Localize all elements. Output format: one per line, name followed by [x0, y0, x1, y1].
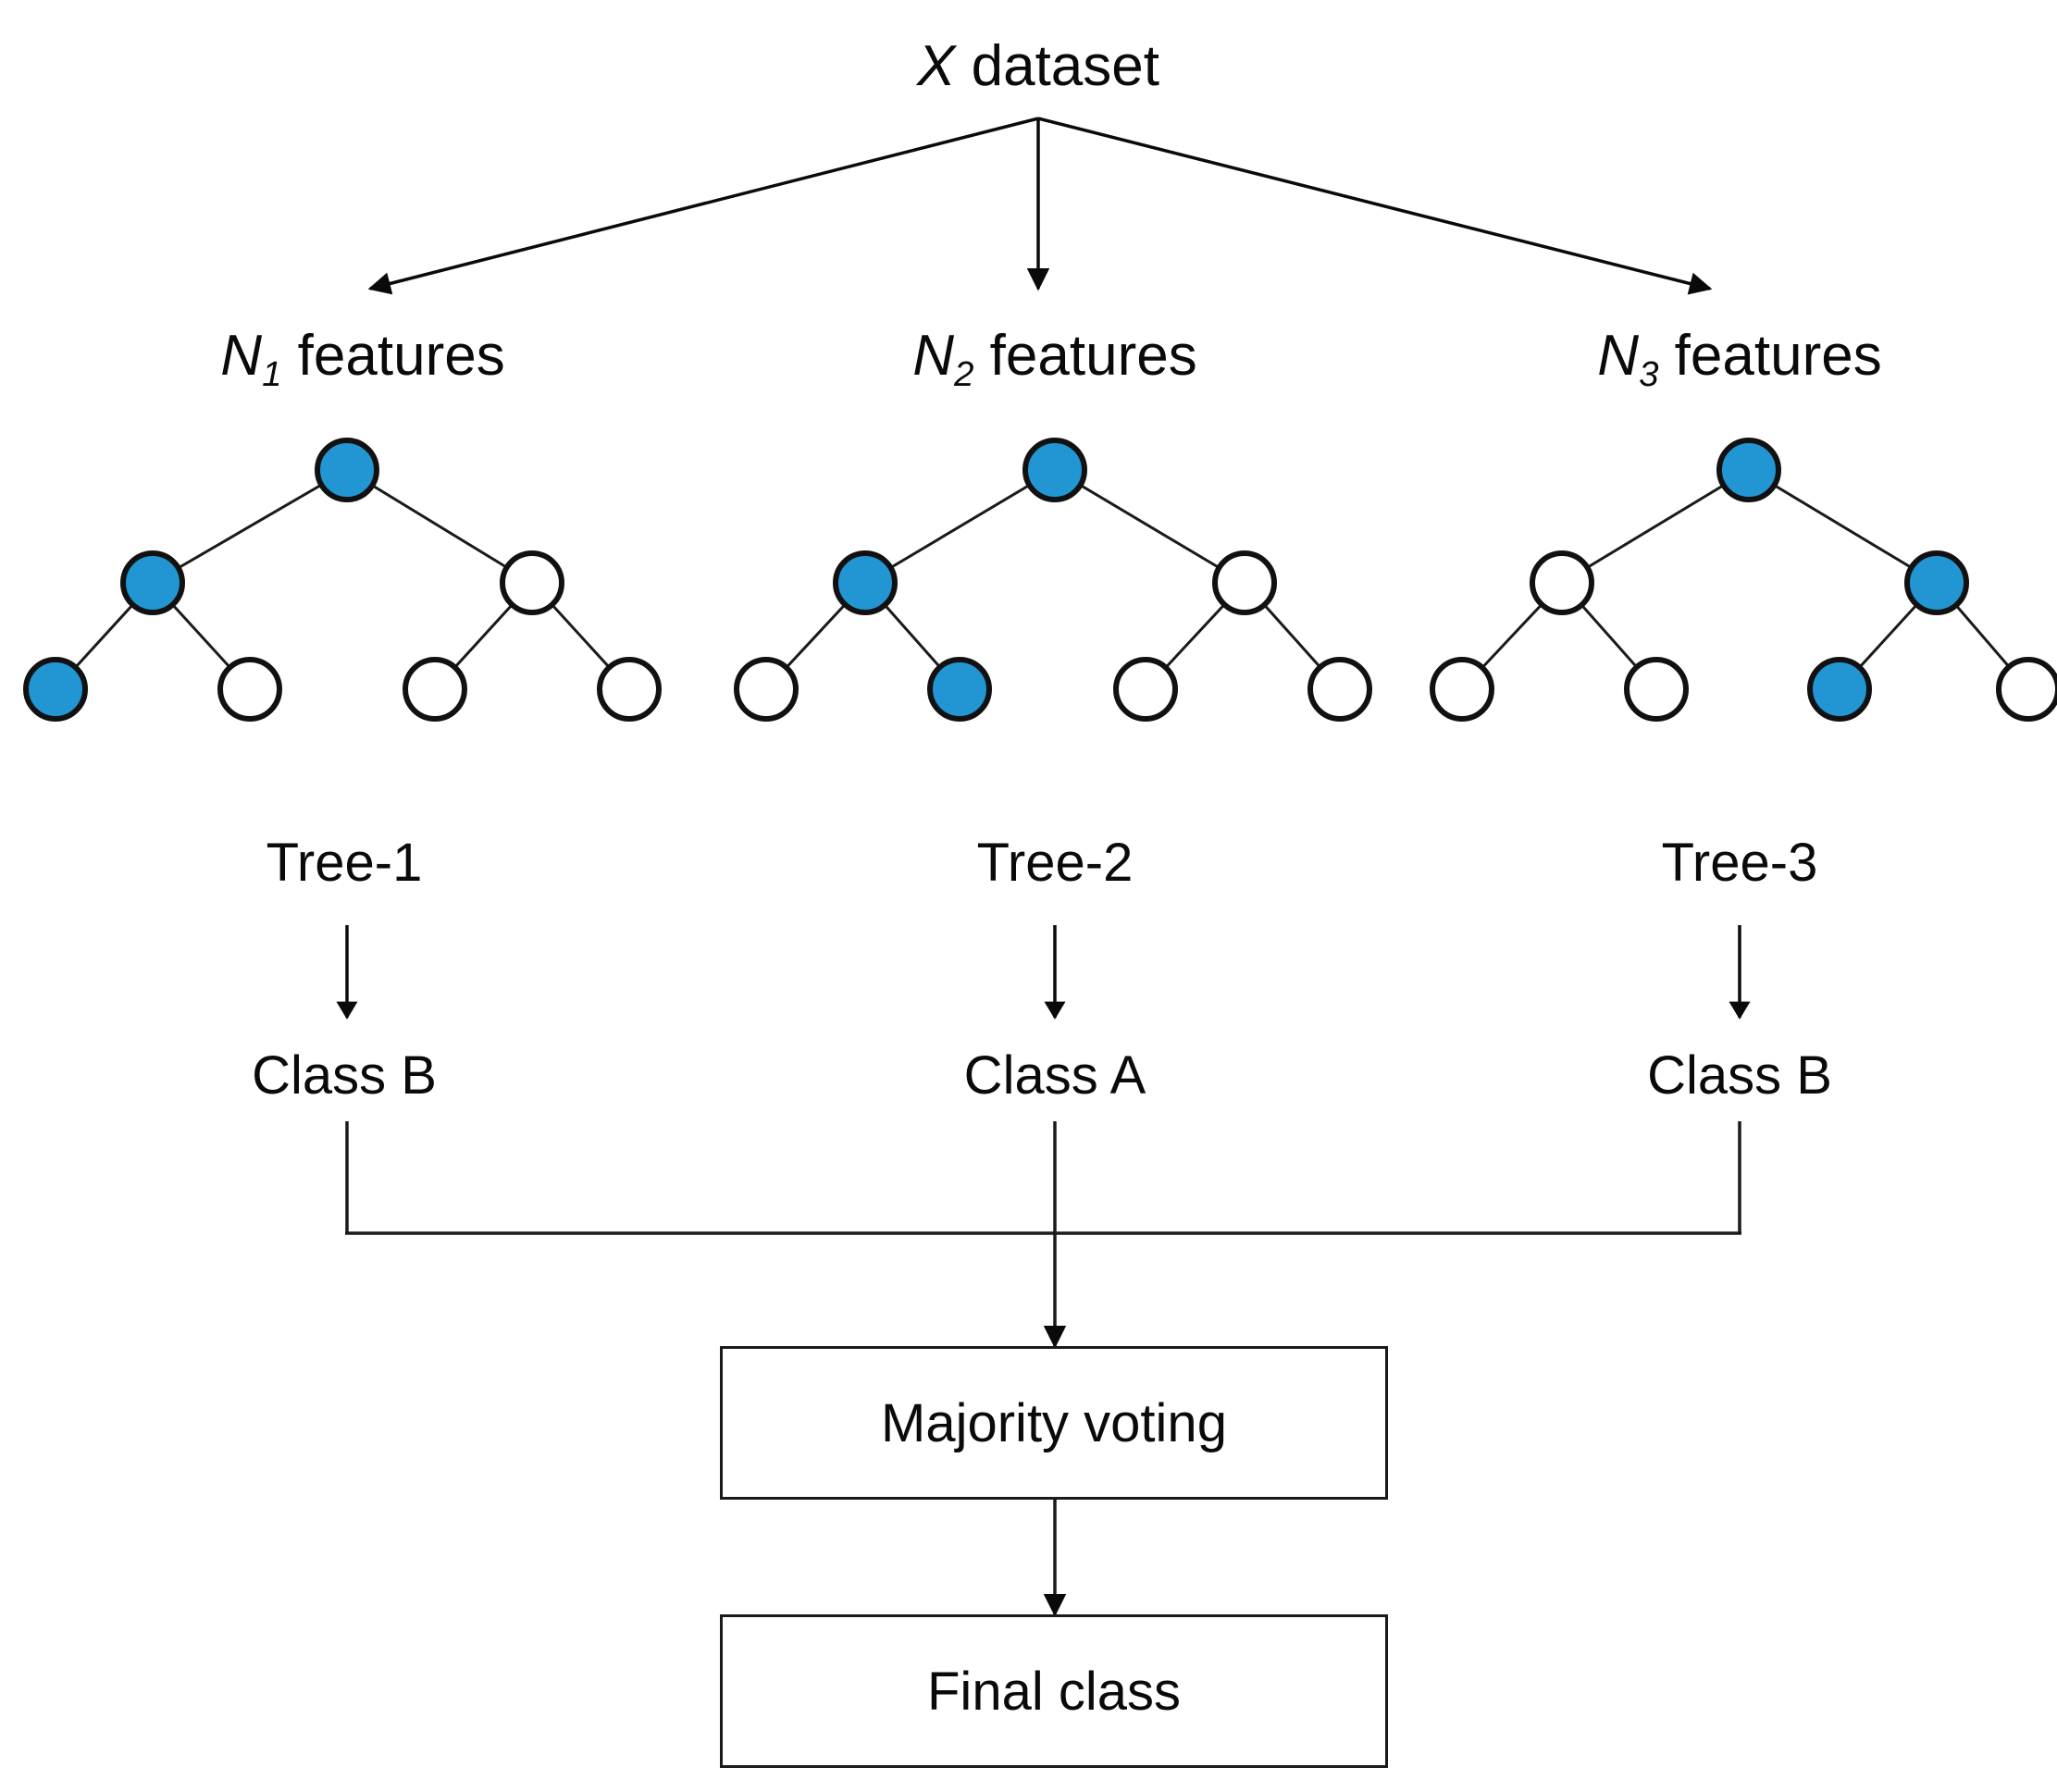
final-class-box: Final class [720, 1614, 1388, 1768]
feature-label-2: N2 features [912, 328, 1196, 392]
tree-1-node-leaf-1 [217, 657, 282, 722]
tree-1-nodes [23, 438, 662, 722]
feature-symbol: N [220, 324, 263, 388]
majority-voting-box: Majority voting [720, 1346, 1388, 1500]
class-label-3: Class B [1647, 1045, 1832, 1106]
tree-3-node-root [1716, 438, 1781, 502]
dataset-title: X dataset [917, 38, 1159, 95]
tree-2-node-leaf-2 [1113, 657, 1178, 722]
tree-2-node-leaf-0 [734, 657, 799, 722]
tree-label-1: Tree-1 [266, 833, 423, 893]
feature-text: features [973, 324, 1197, 388]
tree-3-node-leaf-1 [1624, 657, 1689, 722]
tree-2-node-root [1022, 438, 1087, 502]
tree-1-node-l2-1 [500, 550, 564, 615]
dataset-split-arrows [367, 117, 1713, 295]
final-class-label: Final class [927, 1661, 1181, 1722]
dataset-title-symbol: X [917, 34, 956, 98]
tree-3-node-leaf-2 [1807, 657, 1872, 722]
tree-1-node-l2-0 [120, 550, 185, 615]
tree-label-3: Tree-3 [1661, 833, 1818, 893]
tree-3-node-l2-0 [1530, 550, 1594, 615]
tree-to-class-arrows [336, 925, 1751, 1020]
tree-1-node-leaf-3 [597, 657, 662, 722]
tree-1-node-leaf-2 [403, 657, 467, 722]
tree-2-nodes [734, 438, 1372, 722]
tree-3-node-leaf-0 [1430, 657, 1494, 722]
tree-1-node-leaf-0 [23, 657, 88, 722]
tree-2-node-leaf-1 [927, 657, 992, 722]
tree-2-node-l2-0 [833, 550, 898, 615]
class-label-2: Class A [963, 1045, 1146, 1106]
feature-subscript: 1 [262, 353, 282, 394]
tree-3-node-l2-1 [1904, 550, 1969, 615]
tree-2-node-l2-1 [1212, 550, 1277, 615]
feature-symbol: N [1597, 324, 1640, 388]
feature-label-1: N1 features [220, 328, 504, 392]
feature-text: features [281, 324, 505, 388]
tree-label-2: Tree-2 [976, 833, 1134, 893]
tree-2-node-leaf-3 [1307, 657, 1372, 722]
feature-label-3: N3 features [1597, 328, 1881, 392]
class-merge-lines [345, 1121, 1741, 1349]
tree-1-node-root [315, 438, 379, 502]
feature-symbol: N [912, 324, 955, 388]
feature-subscript: 3 [1639, 353, 1659, 394]
feature-text: features [1658, 324, 1882, 388]
tree-3-nodes [1430, 438, 2057, 722]
class-label-1: Class B [252, 1045, 437, 1106]
feature-subscript: 2 [954, 353, 974, 394]
tree-3-node-leaf-3 [1996, 657, 2057, 722]
majority-voting-label: Majority voting [881, 1392, 1227, 1453]
dataset-title-rest: dataset [955, 34, 1159, 98]
